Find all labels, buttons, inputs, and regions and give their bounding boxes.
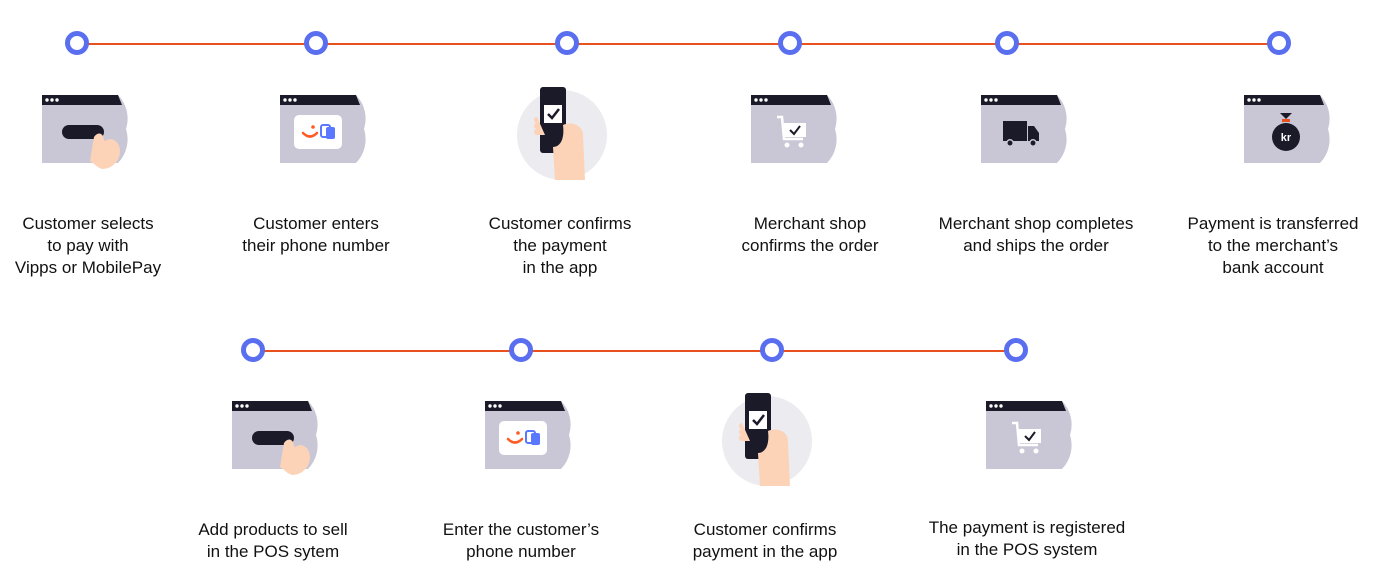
online-step-3-label: Customer confirms the payment in the app <box>488 214 632 277</box>
pos-step-2-node <box>509 338 533 362</box>
online-step-2-label: Customer enters their phone number <box>242 214 390 255</box>
online-step-4-node <box>778 31 802 55</box>
online-step-5-label: Merchant shop completes and ships the or… <box>938 214 1134 255</box>
pos-flow-line <box>253 350 1016 352</box>
browser-vipps-mobilepay-icon <box>485 401 571 469</box>
browser-truck-icon <box>981 95 1067 163</box>
browser-cart-check-icon <box>986 401 1072 469</box>
browser-pay-button-icon <box>42 95 128 169</box>
online-step-6-label: Payment is transferred to the merchant’s… <box>1187 214 1359 277</box>
pos-step-1-label: Add products to sell in the POS sytem <box>198 520 348 561</box>
online-step-3-node <box>555 31 579 55</box>
online-flow-line <box>77 43 1279 45</box>
online-step-5-node <box>995 31 1019 55</box>
money-bag-currency: kr <box>1281 132 1292 144</box>
online-step-6-node <box>1267 31 1291 55</box>
browser-money-bag-icon: kr <box>1244 95 1330 163</box>
browser-pay-button-icon <box>232 401 318 475</box>
online-step-1-label: Customer selects to pay with Vipps or Mo… <box>14 214 162 277</box>
phone-confirm-icon <box>517 87 607 180</box>
online-step-4-label: Merchant shop confirms the order <box>741 214 879 255</box>
browser-cart-check-icon <box>751 95 837 163</box>
browser-vipps-mobilepay-icon <box>280 95 366 163</box>
online-step-1-node <box>65 31 89 55</box>
pos-step-3-label: Customer confirms payment in the app <box>692 520 838 561</box>
pos-step-2-label: Enter the customer’s phone number <box>442 520 600 561</box>
pos-step-4-node <box>1004 338 1028 362</box>
phone-confirm-icon <box>722 393 812 486</box>
online-step-2-node <box>304 31 328 55</box>
pos-step-4-label: The payment is registered in the POS sys… <box>928 518 1126 559</box>
pos-step-1-node <box>241 338 265 362</box>
pos-step-3-node <box>760 338 784 362</box>
